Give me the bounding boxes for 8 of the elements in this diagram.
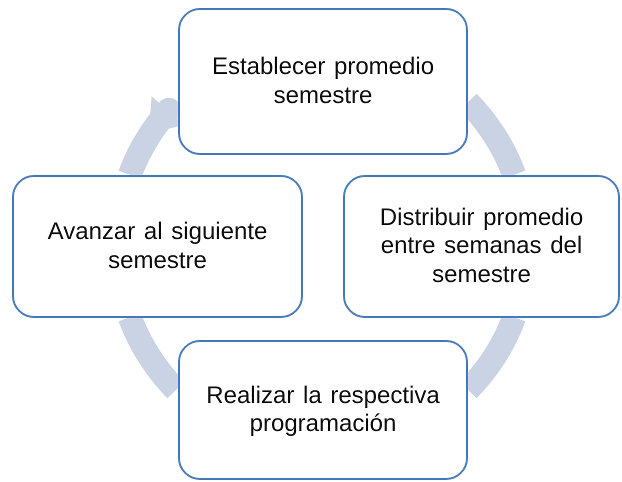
step-label: Avanzar al siguiente semestre bbox=[46, 218, 268, 275]
step-label: Establecer promedio semestre bbox=[210, 53, 436, 110]
process-box bbox=[12, 175, 303, 318]
step-label: Distribuir promedio entre semanas del semestre bbox=[378, 204, 584, 289]
step-label: Realizar la respectiva programación bbox=[205, 382, 441, 438]
process-box bbox=[178, 8, 468, 155]
process-box bbox=[178, 340, 468, 480]
process-box bbox=[343, 175, 620, 318]
